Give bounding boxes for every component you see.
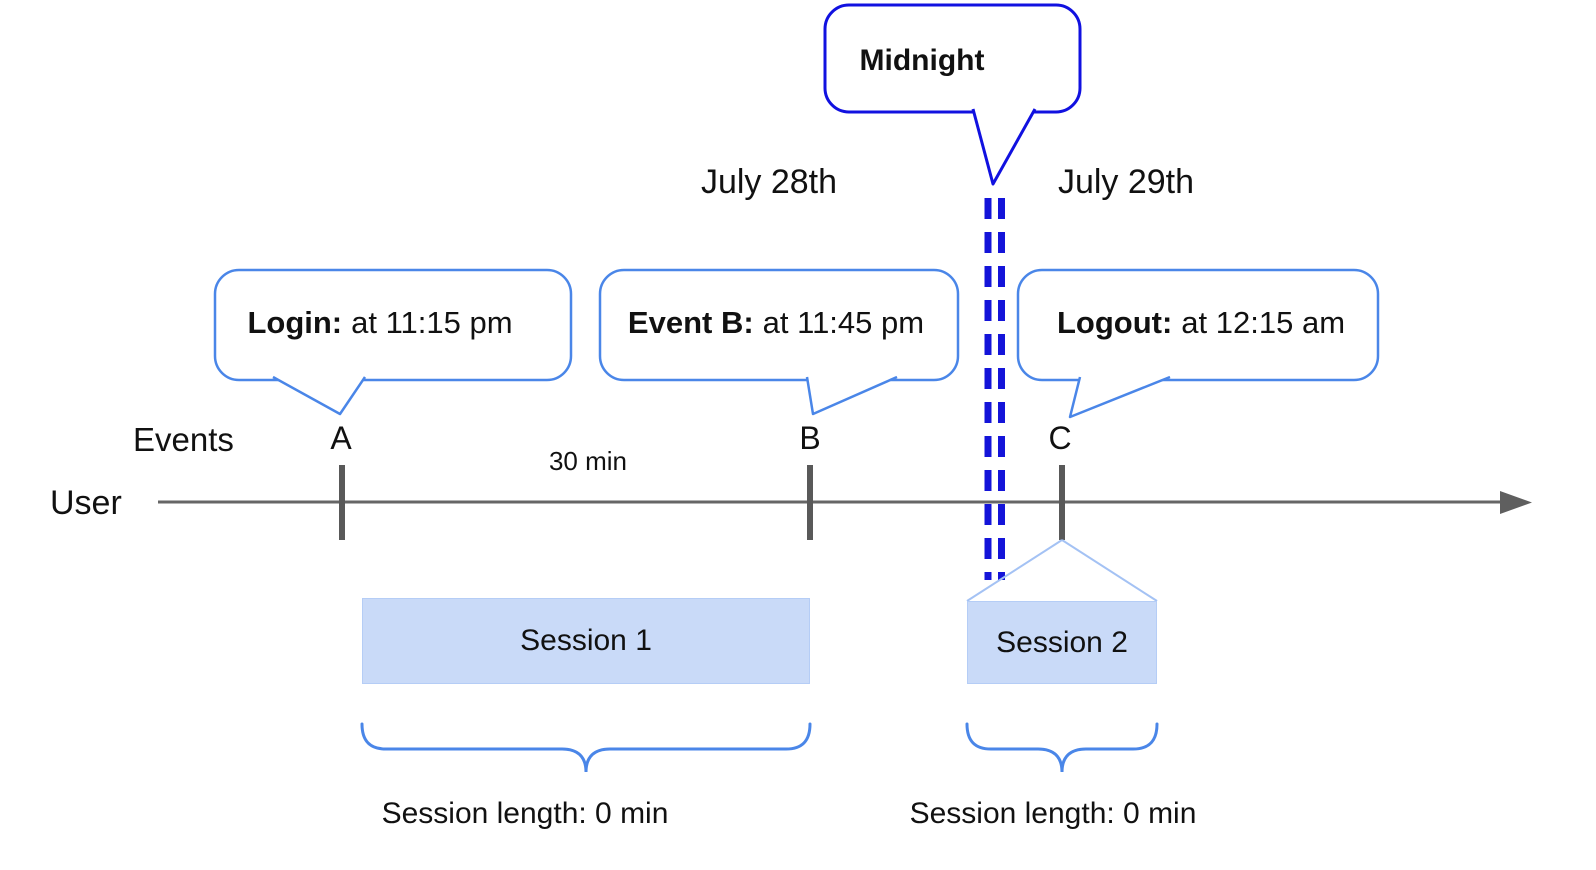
- event-letter-b: B: [799, 420, 821, 456]
- logout-label: Logout:: [1056, 305, 1173, 340]
- event-b-callout-text: Event B:at 11:45 pm: [628, 305, 924, 341]
- session1-name: Session 1: [520, 624, 652, 657]
- logout-time: at 12:15 am: [1181, 305, 1346, 340]
- login-callout-tail: [272, 375, 367, 416]
- login-label: Login:: [247, 305, 343, 340]
- event-letter-c: C: [1048, 420, 1072, 456]
- interval-30min-label: 30 min: [548, 446, 628, 476]
- funnel-line-left: [966, 539, 1063, 602]
- date-label-july-29: July 29th: [1057, 163, 1195, 201]
- login-callout-bubble: [213, 268, 573, 382]
- timeline-arrowhead: [1500, 491, 1532, 514]
- session2-box: Session 2: [967, 601, 1157, 684]
- events-axis-label: Events: [133, 421, 234, 458]
- midnight-callout-bubble: [823, 3, 1082, 114]
- session2-length-caption: Session length: 0 min: [909, 797, 1197, 830]
- midnight-callout-tail: [971, 108, 1037, 186]
- event-b-label: Event B:: [627, 305, 754, 340]
- session1-brace: [360, 722, 812, 773]
- session1-length-caption: Session length: 0 min: [381, 797, 669, 830]
- login-callout-text: Login:at 11:15 pm: [247, 305, 512, 341]
- date-label-july-28: July 28th: [700, 163, 838, 201]
- event-b-callout-tail: [805, 375, 898, 416]
- session2-name: Session 2: [996, 625, 1128, 659]
- session2-brace: [965, 722, 1159, 773]
- user-axis-label: User: [50, 484, 122, 522]
- event-b-callout-bubble: [598, 268, 960, 382]
- event-letter-a: A: [330, 420, 352, 456]
- login-time: at 11:15 pm: [351, 305, 513, 340]
- funnel-line-right: [1061, 539, 1158, 602]
- event-b-time: at 11:45 pm: [762, 305, 925, 340]
- session1-box: Session 1: [362, 598, 810, 684]
- logout-callout-text: Logout:at 12:15 am: [1057, 305, 1345, 341]
- logout-callout-bubble: [1016, 268, 1380, 382]
- midnight-callout-label: Midnight: [859, 44, 985, 77]
- logout-callout-tail: [1068, 375, 1171, 419]
